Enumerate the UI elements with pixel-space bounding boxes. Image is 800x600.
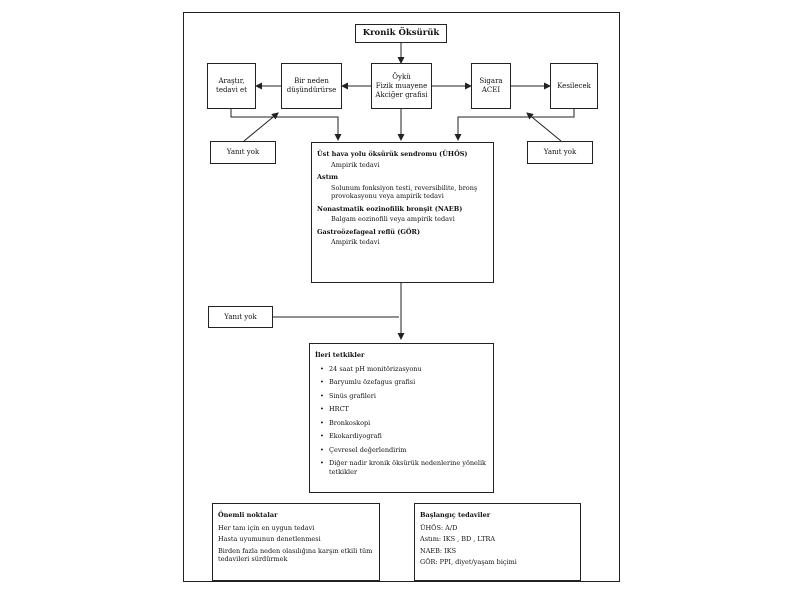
cause-uhos-title: Üst hava yolu öksürük sendromu (ÜHÖS) [317,150,468,158]
ileri-title: İleri tetkikler [315,351,365,359]
ileri-item: Sinüs grafileri [315,392,488,401]
ileri-item: Çevresel değerlendirim [315,446,488,455]
ileri-item: Diğer nadir kronik öksürük nedenlerine y… [315,459,488,476]
onemli-item: Her tanı için en uygun tedavi [218,523,315,532]
node-yanit-yok-left: Yanıt yok [210,141,276,164]
baslangic-item: GÖR: PPI, diyet/yaşam biçimi [420,558,517,566]
ileri-item: Ekokardiyografi [315,432,488,441]
cause-naeb-title: Nonastmatik eozinofilik bronşit (NAEB) [317,204,463,213]
node-ileri-tetkikler: İleri tetkikler 24 saat pH monitörizasyo… [309,343,494,493]
node-sigara-acei: Sigara ACEI [471,63,511,109]
node-kesilecek: Kesilecek [550,63,598,109]
node-yanit-yok-right: Yanıt yok [527,141,593,164]
diagram-frame [183,12,620,582]
cause-uhos-tx: Ampirik tedavi [331,160,380,169]
node-arastir-label: Araştır, tedavi et [216,77,247,94]
ileri-item: Bronkoskopi [315,419,488,428]
ileri-item: Baryumlu özefagus grafisi [315,378,488,387]
cause-astim-tx: Solunum fonksiyon testi, reversibilite, … [331,183,478,201]
baslangic-item: NAEB: IKS [420,546,457,555]
baslangic-title: Başlangıç tedaviler [420,511,491,519]
baslangic-item: Astım: IKS , BD , LTRA [420,535,496,543]
onemli-item: Birden fazla neden olasılığına karşın et… [218,546,373,564]
node-yanit-yok-mid: Yanıt yok [208,306,273,328]
cause-gor-tx: Ampirik tedavi [331,238,380,246]
cause-naeb-tx: Balgam eozinofili veya ampirik tedavi [331,215,455,223]
node-bir-neden: Bir neden düşündürürse [281,63,342,109]
cause-gor-title: Gastroözefageal reflü (GÖR) [317,227,421,236]
onemli-item: Hasta uyumunun denetlenmesi [218,535,321,543]
ileri-item: HRCT [315,405,488,414]
baslangic-item: ÜHÖS: A/D [420,523,458,532]
node-oyku: Öykü Fizik muayene Akciğer grafisi [371,63,432,109]
node-sigara-label: Sigara ACEI [479,77,503,94]
node-yanit-yok-mid-label: Yanıt yok [224,312,257,321]
baslangic-tedaviler-box: Başlangıç tedaviler ÜHÖS: A/D Astım: IKS… [414,503,581,581]
node-kronik-label: Kronik Öksürük [362,28,440,38]
node-oyku-label: Öykü Fizik muayene Akciğer grafisi [375,72,428,99]
node-yanit-yok-right-label: Yanıt yok [543,148,577,156]
cause-astim-title: Astım [317,173,339,181]
ileri-item: 24 saat pH monitörizasyonu [315,365,488,374]
node-causes: Üst hava yolu öksürük sendromu (ÜHÖS) Am… [311,142,494,283]
node-kesilecek-label: Kesilecek [557,81,591,90]
onemli-title: Önemli noktalar [218,511,278,519]
node-yanit-yok-left-label: Yanıt yok [226,148,260,156]
onemli-noktalar-box: Önemli noktalar Her tanı için en uygun t… [212,503,380,581]
node-bir-neden-label: Bir neden düşündürürse [286,77,337,94]
node-arastir: Araştır, tedavi et [207,63,256,109]
node-kronik-oksuruk: Kronik Öksürük [355,24,447,43]
